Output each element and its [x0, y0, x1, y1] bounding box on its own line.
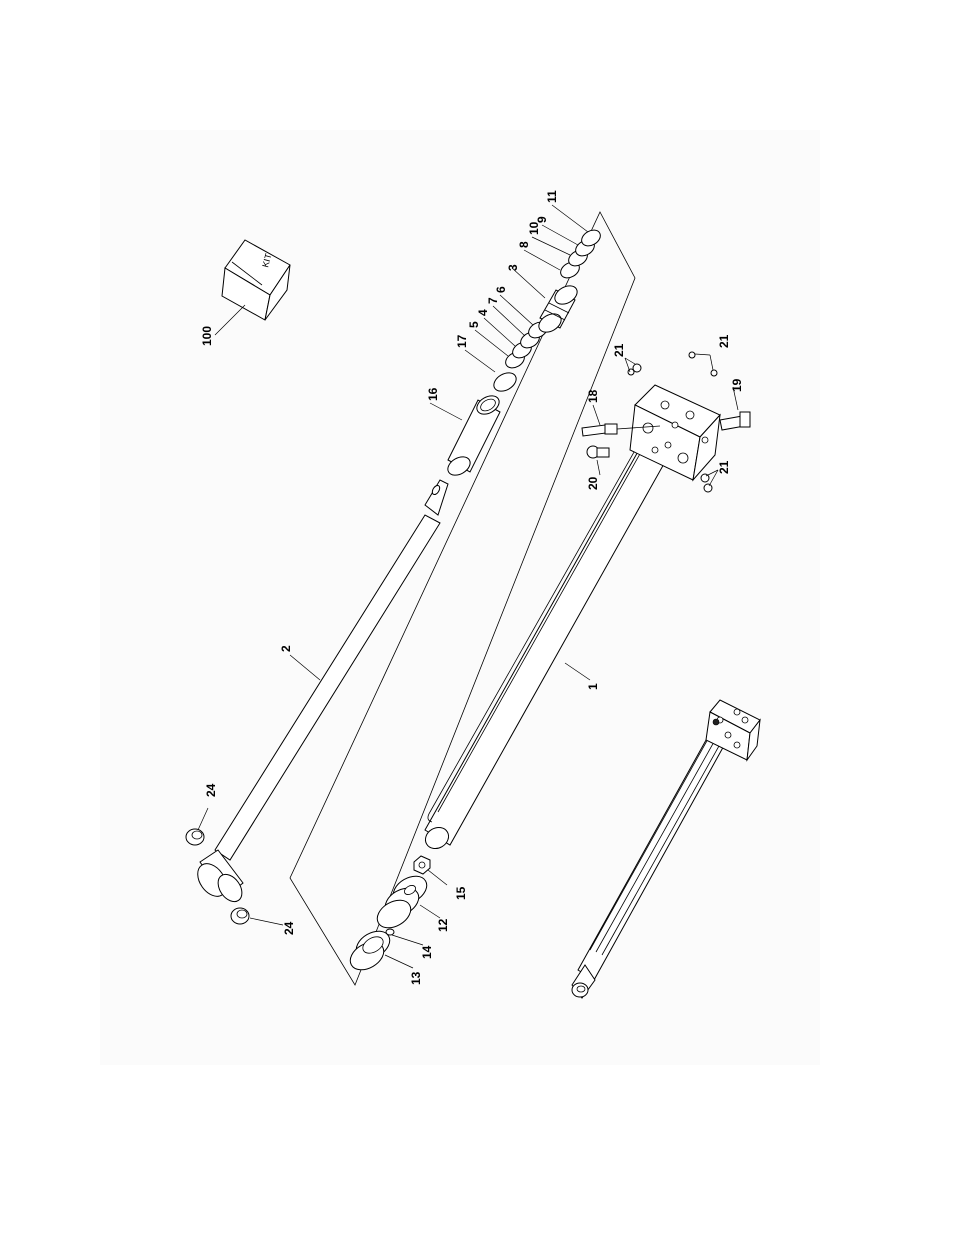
fitting-20 — [586, 445, 610, 459]
callout-2: 2 — [279, 645, 293, 652]
scanned-page-area — [100, 130, 820, 1065]
callout-24-upper: 24 — [204, 783, 218, 797]
piston-rod — [197, 479, 449, 903]
callout-18: 18 — [586, 389, 600, 403]
manifold-block — [629, 384, 721, 482]
callout-11: 11 — [545, 190, 559, 203]
oring-14 — [385, 928, 395, 936]
callout-14: 14 — [420, 945, 434, 959]
callout-3: 3 — [506, 264, 520, 271]
nut-15 — [413, 855, 431, 875]
callout-5: 5 — [467, 321, 481, 328]
bushing-lower — [230, 907, 250, 925]
callout-21-upper-left: 21 — [612, 343, 626, 357]
callout-100: 100 — [200, 326, 214, 346]
kit-box: KIT — [221, 239, 291, 321]
plug-21-a — [627, 363, 642, 376]
plug-21-c — [700, 473, 713, 493]
callout-19: 19 — [730, 378, 744, 392]
fitting-18 — [581, 423, 661, 437]
spacer-tube — [447, 395, 501, 476]
cylinder-barrel — [424, 444, 666, 850]
callout-20: 20 — [586, 476, 600, 490]
callout-17: 17 — [455, 334, 469, 348]
callout-21-upper-right: 21 — [717, 334, 731, 348]
callout-24-lower: 24 — [282, 921, 296, 935]
assembly-boundary-outline — [289, 211, 636, 986]
callout-6: 6 — [494, 286, 508, 293]
plug-21-b — [688, 351, 718, 377]
callout-16: 16 — [426, 387, 440, 401]
callout-8: 8 — [517, 241, 531, 248]
callout-9: 9 — [535, 216, 549, 223]
bushing-upper — [185, 828, 205, 846]
kit-label: KIT — [260, 252, 273, 269]
leader-lines — [197, 204, 739, 969]
assembled-cylinder — [571, 699, 761, 999]
callout-4: 4 — [476, 309, 490, 316]
cylinder-head — [538, 285, 578, 333]
piston-12 — [376, 875, 428, 929]
callout-1: 1 — [586, 683, 600, 690]
fitting-19 — [719, 411, 751, 431]
callout-10: 10 — [527, 221, 541, 235]
callout-21-lower: 21 — [717, 460, 731, 474]
callout-7: 7 — [486, 297, 500, 304]
callout-13: 13 — [409, 971, 423, 985]
piston-seal-13 — [349, 930, 391, 971]
callout-12: 12 — [436, 918, 450, 932]
ring-17 — [493, 372, 517, 392]
callout-15: 15 — [454, 886, 468, 900]
